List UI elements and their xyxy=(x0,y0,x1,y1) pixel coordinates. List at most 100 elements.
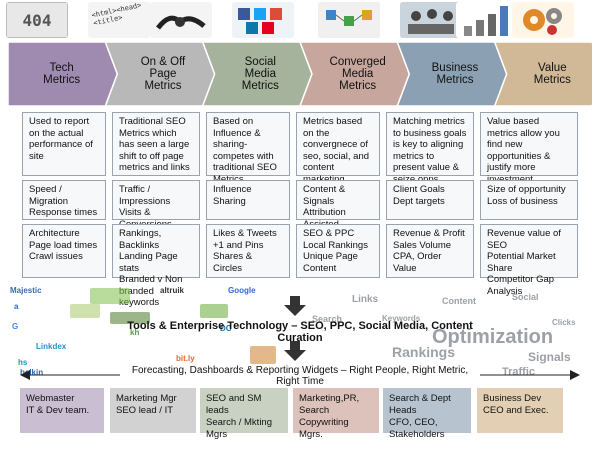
chevron-stage-5 xyxy=(493,42,592,106)
handshake-icon xyxy=(150,2,212,38)
down-arrow-icon xyxy=(284,341,306,361)
404-label: 404 xyxy=(6,2,68,38)
card-line: SEO & PPC xyxy=(303,228,355,239)
gears-icon xyxy=(512,2,574,38)
card-line: +1 and Pins xyxy=(213,239,264,251)
audience-line: Marketing Mgr xyxy=(116,393,177,404)
network-cubes-icon xyxy=(318,2,380,38)
card-line: Value based metrics allow you find new o… xyxy=(487,116,560,185)
tool-logo: belkin xyxy=(20,368,44,377)
tool-logo: G xyxy=(12,322,19,331)
stage-description-card: Used to report on the actual performance… xyxy=(22,112,106,176)
stage-title-text: Business Metrics xyxy=(431,62,479,86)
stage-title: Tech Metrics xyxy=(8,42,105,106)
tool-logo xyxy=(250,346,276,364)
card-line: Potential Market Share xyxy=(487,251,556,274)
tools-caption: Tools & Enterprise Technology – SEO, PPC… xyxy=(127,320,473,344)
card-line: Client Goals xyxy=(393,184,445,195)
card-line: Revenue & Profit xyxy=(393,228,465,239)
card-line: Matching metrics to business goals is ke… xyxy=(393,116,467,185)
chevron-stage-1 xyxy=(104,42,216,106)
cloud-word: Social xyxy=(512,292,539,302)
tool-logo xyxy=(70,304,100,318)
forecast-caption: Forecasting, Dashboards & Reporting Widg… xyxy=(120,365,480,387)
tool-logo: Google xyxy=(228,286,256,295)
audience-line: Search / Mkting Mgrs xyxy=(206,417,272,440)
card-line: Branded v Non branded keywords xyxy=(119,274,183,308)
tool-logo xyxy=(90,288,130,304)
card-line: Sharing xyxy=(213,195,246,207)
card-line: Response times xyxy=(29,207,98,218)
stage-description-card: Based on Influence & sharing-competes wi… xyxy=(206,112,290,185)
chevron-stage-3 xyxy=(299,42,411,106)
cloud-word: Signals xyxy=(528,350,571,364)
stage-description-card: Value based metrics allow you find new o… xyxy=(480,112,578,185)
card-line: Based on Influence & sharing-competes wi… xyxy=(213,116,277,185)
card-line: Landing Page stats xyxy=(119,251,178,274)
audience-line: SEO and SM leads xyxy=(206,393,262,416)
people-meeting-icon xyxy=(400,2,462,38)
tool-logo: kh xyxy=(130,328,140,337)
tool-logo: Linkdex xyxy=(36,342,67,351)
card-line: Shares & Circles xyxy=(213,251,253,274)
card-line: Competitor Gap Analysis xyxy=(487,274,555,297)
stage-title: Business Metrics xyxy=(403,42,496,106)
audience-line: Business Dev xyxy=(483,393,542,404)
audience-line: IT & Dev team. xyxy=(26,405,90,416)
stage-title-text: Converged Media Metrics xyxy=(329,56,386,92)
stage-title: On & Off Page Metrics xyxy=(111,42,204,106)
404-page-icon: 404 xyxy=(6,2,68,38)
card-line: Rankings, Backlinks xyxy=(119,228,162,251)
growth-bar-chart-icon xyxy=(456,2,518,38)
card-line: Influence xyxy=(213,184,252,195)
cloud-word: Optimization xyxy=(432,326,554,348)
html-code-icon: <html><head><title> xyxy=(88,2,150,38)
card-line: CPA, Order Value xyxy=(393,251,442,274)
stage-title-text: On & Off Page Metrics xyxy=(140,56,186,92)
card-line: Page load times xyxy=(29,239,98,251)
stage-description-card: Traditional SEO Metrics which has seen a… xyxy=(112,112,200,176)
cloud-word: Keywords xyxy=(382,314,421,323)
cloud-word: Search xyxy=(312,314,343,324)
primary-metrics-card: Content & SignalsAttributionAssisted Con… xyxy=(296,180,380,241)
card-line: Likes & Tweets xyxy=(213,228,277,239)
audience-line: CFO, CEO, Stakeholders xyxy=(389,417,445,440)
stage-title-text: Value Metrics xyxy=(533,62,571,86)
stage-description-card: Matching metrics to business goals is ke… xyxy=(386,112,474,185)
tool-logo xyxy=(200,304,228,318)
card-line: Size of opportunity xyxy=(487,184,566,195)
tool-logo xyxy=(110,312,150,324)
card-line: Attribution xyxy=(303,207,346,218)
cloud-word: Rankings xyxy=(392,344,456,360)
chevron-stage-2 xyxy=(201,42,313,106)
tool-logo: Majestic xyxy=(10,286,42,295)
stage-title-text: Tech Metrics xyxy=(43,62,81,86)
audience-line: Webmaster xyxy=(26,393,75,404)
stage-title-text: Social Media Metrics xyxy=(241,56,279,92)
tool-logo: hs xyxy=(18,358,28,367)
card-line: Sales Volume xyxy=(393,239,452,251)
audience-line: SEO lead / IT xyxy=(116,405,174,416)
audience-line: Copywriting Mgrs. xyxy=(299,417,349,440)
stage-title: Converged Media Metrics xyxy=(306,42,399,106)
tool-logo: bit.ly xyxy=(176,354,195,363)
card-line: Used to report on the actual performance… xyxy=(29,116,93,162)
tool-logo: a xyxy=(14,302,19,311)
cloud-word: Links xyxy=(352,294,379,305)
metrics-process-chevrons xyxy=(8,42,592,106)
